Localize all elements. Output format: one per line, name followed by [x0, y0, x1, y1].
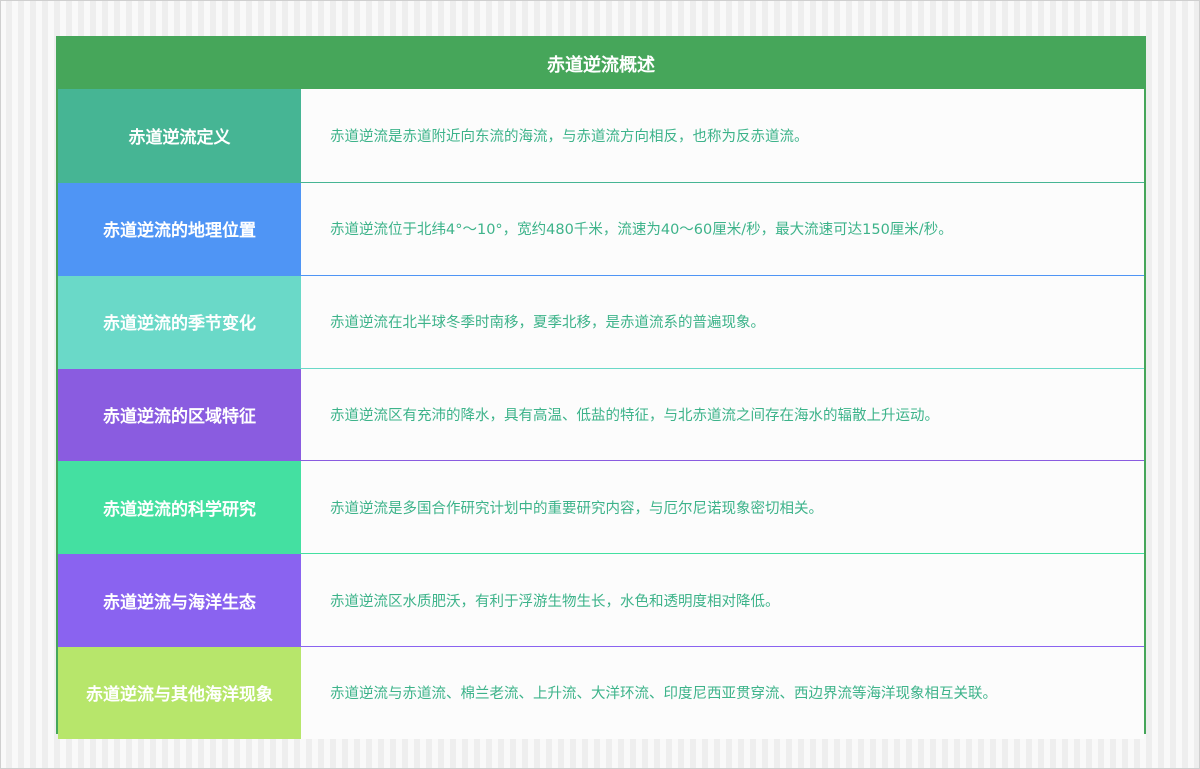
- table-row: 赤道逆流的区域特征 赤道逆流区有充沛的降水，具有高温、低盐的特征，与北赤道流之间…: [58, 367, 1144, 461]
- row-description: 赤道逆流与赤道流、棉兰老流、上升流、大洋环流、印度尼西亚贯穿流、西边界流等海洋现…: [301, 647, 1144, 739]
- table-row: 赤道逆流与海洋生态 赤道逆流区水质肥沃，有利于浮游生物生长，水色和透明度相对降低…: [58, 553, 1144, 647]
- row-description: 赤道逆流区水质肥沃，有利于浮游生物生长，水色和透明度相对降低。: [301, 554, 1144, 647]
- row-label: 赤道逆流的地理位置: [58, 182, 301, 275]
- table-title: 赤道逆流概述: [58, 38, 1144, 89]
- row-label: 赤道逆流定义: [58, 89, 301, 182]
- table-row: 赤道逆流的科学研究 赤道逆流是多国合作研究计划中的重要研究内容，与厄尔尼诺现象密…: [58, 460, 1144, 554]
- row-label: 赤道逆流的区域特征: [58, 368, 301, 461]
- table-row: 赤道逆流与其他海洋现象 赤道逆流与赤道流、棉兰老流、上升流、大洋环流、印度尼西亚…: [58, 646, 1144, 739]
- table-row: 赤道逆流的地理位置 赤道逆流位于北纬4°～10°，宽约480千米，流速为40～6…: [58, 181, 1144, 275]
- row-description: 赤道逆流是赤道附近向东流的海流，与赤道流方向相反，也称为反赤道流。: [301, 89, 1144, 182]
- row-label: 赤道逆流与海洋生态: [58, 554, 301, 647]
- row-description: 赤道逆流是多国合作研究计划中的重要研究内容，与厄尔尼诺现象密切相关。: [301, 461, 1144, 554]
- row-label: 赤道逆流的科学研究: [58, 461, 301, 554]
- table-row: 赤道逆流的季节变化 赤道逆流在北半球冬季时南移，夏季北移，是赤道流系的普遍现象。: [58, 274, 1144, 368]
- row-description: 赤道逆流在北半球冬季时南移，夏季北移，是赤道流系的普遍现象。: [301, 275, 1144, 368]
- row-description: 赤道逆流区有充沛的降水，具有高温、低盐的特征，与北赤道流之间存在海水的辐散上升运…: [301, 368, 1144, 461]
- row-label: 赤道逆流与其他海洋现象: [58, 647, 301, 739]
- row-description: 赤道逆流位于北纬4°～10°，宽约480千米，流速为40～60厘米/秒，最大流速…: [301, 182, 1144, 275]
- overview-table: 赤道逆流概述 赤道逆流定义 赤道逆流是赤道附近向东流的海流，与赤道流方向相反，也…: [56, 36, 1146, 739]
- table-row: 赤道逆流定义 赤道逆流是赤道附近向东流的海流，与赤道流方向相反，也称为反赤道流。: [58, 89, 1144, 182]
- row-label: 赤道逆流的季节变化: [58, 275, 301, 368]
- table-rows: 赤道逆流定义 赤道逆流是赤道附近向东流的海流，与赤道流方向相反，也称为反赤道流。…: [58, 89, 1144, 739]
